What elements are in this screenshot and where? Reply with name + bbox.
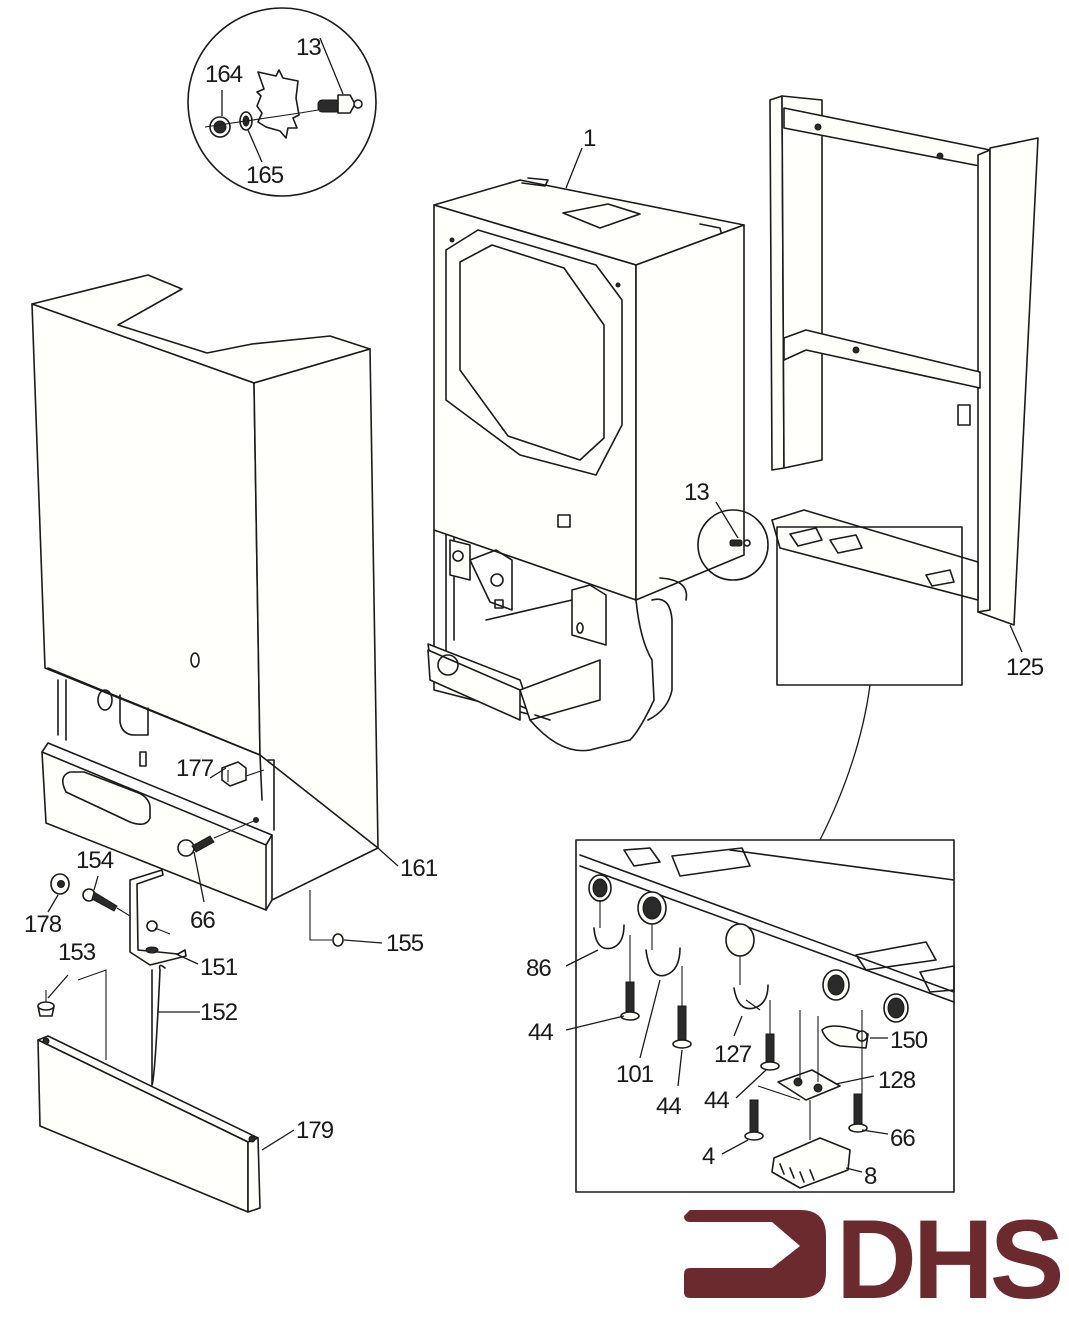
callout-66: 66	[190, 907, 215, 934]
callout-150: 150	[890, 1027, 928, 1054]
inset-circle-small	[697, 509, 769, 581]
screw-icon	[317, 94, 363, 114]
bolt-icon	[82, 888, 118, 912]
callout-128: 128	[878, 1067, 916, 1094]
viewing-window	[62, 771, 151, 826]
pipe-clip	[593, 924, 625, 950]
callout-177: 177	[176, 755, 214, 782]
screw-icon	[177, 835, 215, 857]
callout-13: 13	[296, 34, 321, 61]
callout-178: 178	[24, 911, 62, 938]
callout-161: 161	[400, 855, 438, 882]
callout-165: 165	[246, 162, 284, 189]
pipe-fitting-icon	[822, 969, 850, 1001]
callout-66-inset: 66	[890, 1125, 915, 1152]
outer-casing: 177 66 161	[31, 274, 439, 934]
callout-8: 8	[864, 1163, 877, 1190]
washer-icon	[50, 873, 70, 895]
fixings-group: 154 178 153 151 155 152	[24, 847, 425, 1086]
detail-inset-bottom: 86 44 101 44 127 44 150 128 4 66 8	[526, 839, 955, 1193]
screw-icon	[760, 1033, 780, 1071]
casing-side	[253, 348, 379, 849]
clamp	[821, 1025, 869, 1049]
callout-86: 86	[526, 955, 551, 982]
panel-fragment	[256, 69, 300, 139]
screw-icon	[744, 1099, 764, 1141]
detail-inset-top: 13 164 165	[187, 7, 377, 197]
callout-101: 101	[616, 1061, 654, 1088]
callout-125: 125	[1006, 654, 1044, 681]
callout-13-body: 13	[684, 479, 709, 506]
rod	[151, 964, 166, 1086]
clip-icon	[221, 761, 247, 787]
dhs-logo: DHS	[684, 1197, 1065, 1318]
screw-icon	[672, 1005, 692, 1049]
bottom-panel: 179	[37, 1035, 335, 1213]
screw-icon	[729, 539, 751, 547]
mounting-plate	[777, 1069, 841, 1101]
inset-circle-top	[187, 7, 377, 197]
pipe-clip	[645, 947, 681, 977]
wall-frame: 125	[769, 95, 1045, 841]
pipe-fitting-icon	[637, 891, 667, 925]
callout-179: 179	[296, 1117, 334, 1144]
callout-44-b: 44	[656, 1093, 681, 1120]
callout-4: 4	[702, 1143, 715, 1170]
callout-164: 164	[205, 61, 243, 88]
callout-44-a: 44	[528, 1019, 553, 1046]
callout-127: 127	[714, 1041, 752, 1068]
inset-box-bottom	[575, 839, 955, 1193]
callout-152: 152	[200, 999, 238, 1026]
callout-155: 155	[386, 930, 424, 957]
pipe-clip	[733, 984, 769, 1010]
pipe-fitting-icon	[725, 923, 755, 957]
screw-icon	[620, 981, 640, 1021]
plug-icon	[332, 933, 344, 947]
arrow-icon	[684, 1210, 826, 1298]
callout-154: 154	[76, 847, 114, 874]
screw-icon	[848, 1093, 868, 1133]
boiler-body: 1 13	[427, 125, 769, 752]
callout-153: 153	[58, 939, 96, 966]
callout-44-c: 44	[704, 1087, 729, 1114]
nut-icon	[209, 116, 231, 138]
grommet-icon	[37, 990, 55, 1017]
callout-151: 151	[200, 954, 238, 981]
pipe-fitting-icon	[883, 993, 909, 1023]
connector-block-icon	[771, 1137, 851, 1189]
callout-1: 1	[583, 125, 596, 152]
logo-text: DHS	[836, 1197, 1061, 1318]
pipe-fitting-icon	[588, 874, 612, 902]
